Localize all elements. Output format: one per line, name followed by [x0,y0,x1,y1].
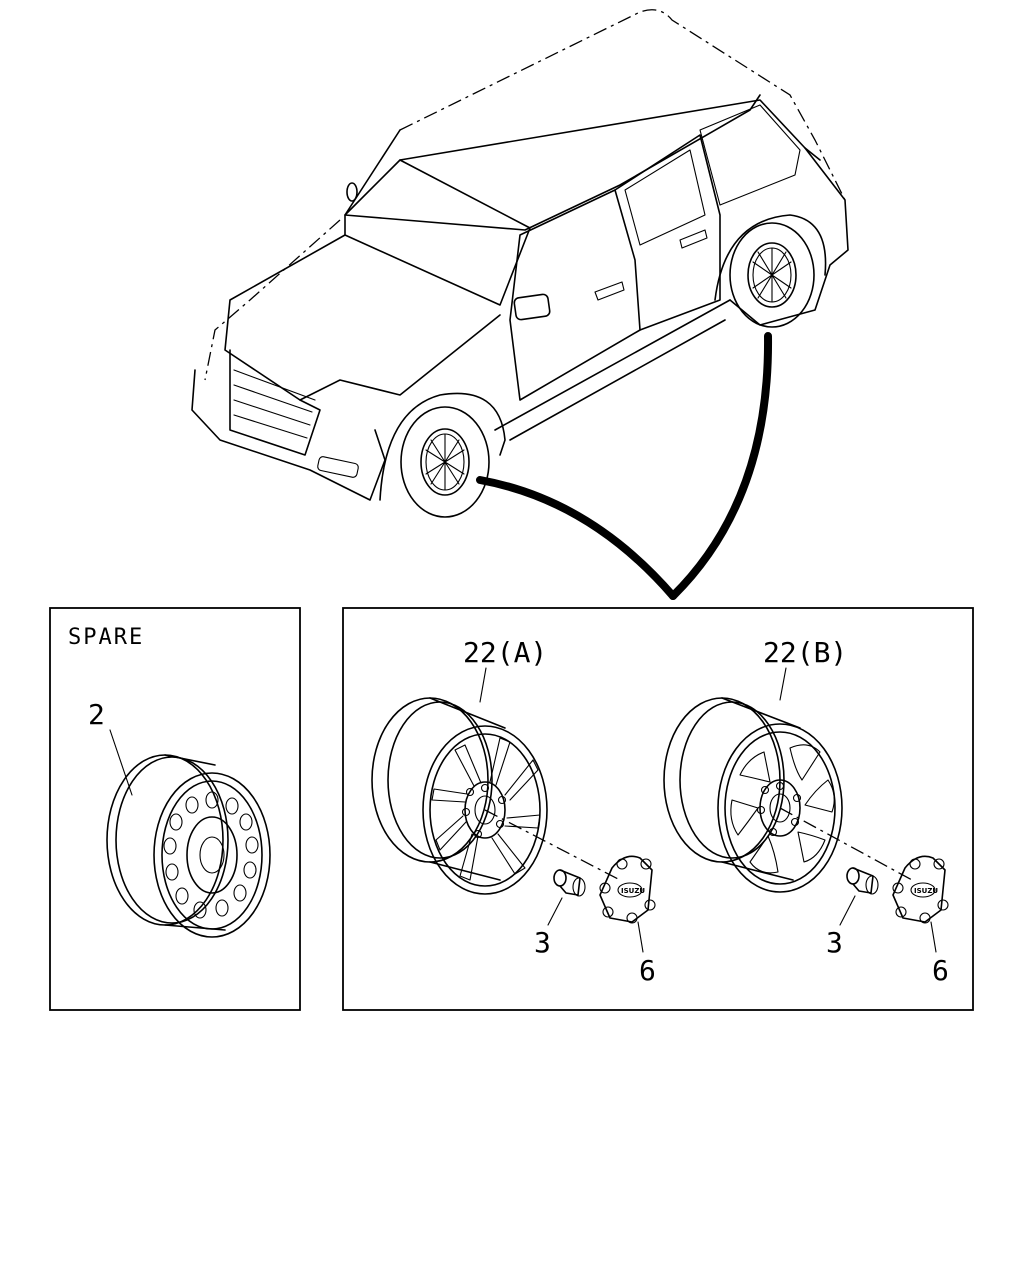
callout-22b-leader [779,667,787,701]
roof-outline [399,9,846,201]
fog-lamp [317,456,359,478]
rear-door [614,134,721,331]
callout-6a: 6 [639,954,656,987]
alloy-panel-frame [342,607,974,1011]
front-wheel-leader [476,476,677,600]
callout-6b: 6 [932,954,949,987]
callout-3b: 3 [826,926,843,959]
callout-3a-leader [547,897,563,926]
callout-22b: 22(B) [763,636,847,669]
vehicle-illustration [191,9,849,518]
spare-title: SPARE [68,625,144,650]
callout-6b-leader [930,921,937,953]
alloy-wheel-variant-b: 22(B) [663,636,949,987]
alloy-a-spokes [431,737,541,881]
callout-3b-leader [839,895,856,926]
callout-6a-leader [637,921,644,953]
alloy-a-face [422,725,548,895]
spare-panel: SPARE 2 [49,607,301,1011]
alloy-panel: 22(A) [342,607,974,1011]
callout-22a-leader [479,667,487,703]
alloy-a-lug-holes [461,783,507,839]
callout-2-leader [109,729,133,796]
cap-b-logo: ISUZU [914,887,938,895]
door-handle-rear [679,229,708,249]
spare-steel-wheel [106,754,271,938]
rear-window [624,149,706,246]
cap-a-logo: ISUZU [621,887,645,895]
alloy-wheel-variant-a: 22(A) [371,636,656,987]
callout-3a: 3 [534,926,551,959]
grille-slats [233,369,316,439]
callout-2: 2 [88,698,105,731]
lug-nut-a [553,869,586,897]
lug-nut-b [846,867,879,895]
bonnet-outline [204,219,341,381]
rear-wheel [729,222,815,328]
roof-edge [399,99,821,161]
door-handle-front [594,281,625,301]
front-door [509,189,641,401]
spare-wheel-vent-holes [163,791,259,919]
front-wheel [400,406,490,518]
front-wheel-arch [379,392,506,501]
bonnet [224,234,501,401]
callout-22a: 22(A) [463,636,547,669]
alloy-b-axis [779,807,913,881]
alloy-b-face [717,723,843,893]
spare-panel-frame [49,607,301,1011]
side-mirror [513,293,551,321]
body-side [344,94,761,231]
center-cap-b: ISUZU [892,855,949,924]
rocker-panel [494,299,731,441]
quarter-window [699,104,801,206]
antenna-mount [346,182,358,202]
front-grille [229,349,321,456]
alloy-b-spokes [730,744,835,874]
front-bumper [191,369,386,501]
rear-wheel-arch [714,214,827,301]
windshield [344,159,531,306]
rear-wheel-leader [669,332,773,600]
alloy-a-axis [484,809,621,881]
alloy-b-lug-holes [756,781,802,837]
center-cap-a: ISUZU [599,855,656,924]
